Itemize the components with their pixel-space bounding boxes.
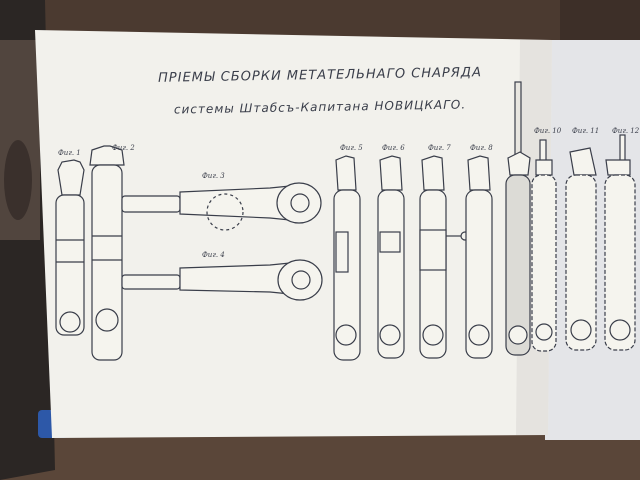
table-edge <box>0 430 640 480</box>
figure-label: Фиг. 12 <box>612 127 640 135</box>
figure-2-projectile <box>89 145 125 361</box>
figure-12-projectile <box>604 134 636 351</box>
figure-4-projectile <box>121 259 323 301</box>
figure-11-projectile <box>565 147 597 351</box>
figure-label: Фиг. 7 <box>428 144 451 152</box>
figure-label: Фиг. 2 <box>112 144 135 152</box>
figure-10-projectile <box>531 139 557 352</box>
figure-3-projectile <box>121 182 322 231</box>
figure-7-projectile <box>419 155 470 359</box>
figure-label: Фиг. 5 <box>340 144 363 152</box>
figure-5-projectile <box>333 155 361 361</box>
figure-label: Фиг. 10 <box>534 127 562 135</box>
figure-1-projectile <box>55 159 85 336</box>
figure-8-projectile <box>465 155 493 359</box>
figure-label: Фиг. 11 <box>572 127 599 135</box>
figure-label: Фиг. 8 <box>470 144 493 152</box>
figure-6-projectile <box>377 155 405 359</box>
figure-label: Фиг. 4 <box>202 251 225 259</box>
figure-9-projectile <box>505 81 531 356</box>
figure-label: Фиг. 3 <box>202 172 225 180</box>
figure-label: Фиг. 1 <box>58 149 81 157</box>
figure-label: Фиг. 6 <box>382 144 405 152</box>
